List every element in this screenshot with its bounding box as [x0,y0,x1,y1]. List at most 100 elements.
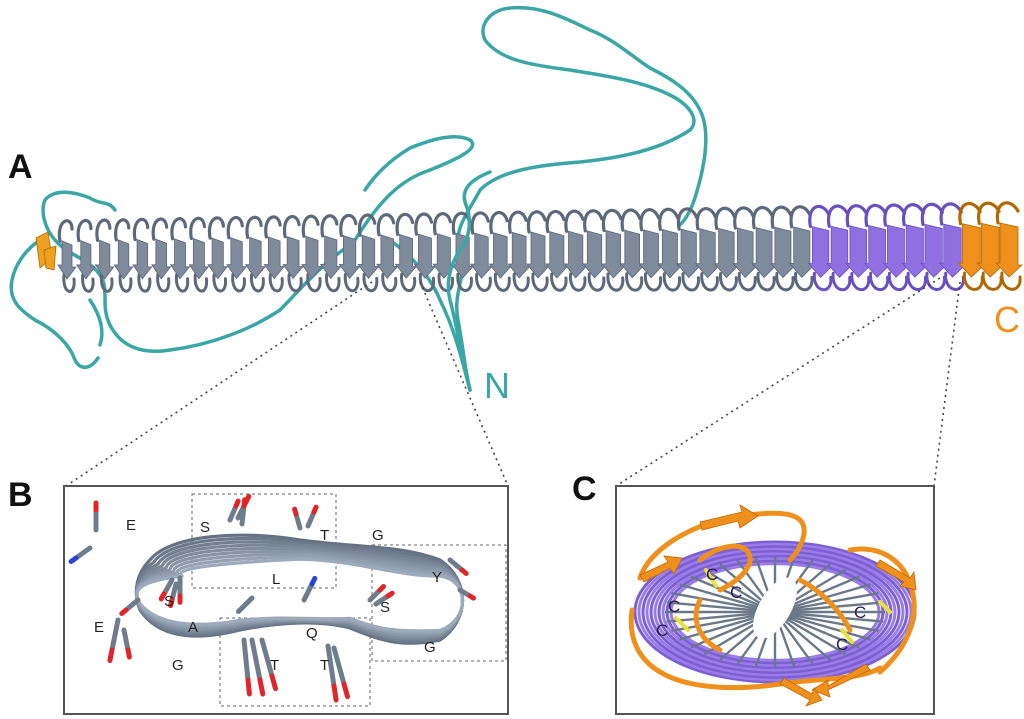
solenoid-rung-grey [207,216,229,293]
side-chain [241,637,252,697]
n-terminus-label: N [484,365,510,406]
panel-c-label: C [572,470,597,508]
side-chain [121,627,132,660]
res-e1: E [126,517,136,534]
res-g2: G [172,657,184,674]
res-t2: T [270,657,279,674]
solenoid-rung-grey [226,216,248,293]
res-t1: T [320,527,329,544]
solenoid-rung-grey [301,214,323,293]
side-chain [325,643,339,703]
side-chain [457,587,476,601]
solenoid-rung-purple [863,203,891,292]
solenoid-rung-grey [151,217,172,293]
purple-ring [645,547,905,677]
solenoid-rung-grey [244,215,267,293]
res-t3: T [320,657,329,674]
side-chain [447,557,469,576]
cys-6: C [836,635,848,654]
solenoid-rung-purple [826,204,853,292]
solenoid-rung-grey [657,207,683,292]
res-g3: G [424,639,436,656]
solenoid-rung-grey [619,208,645,292]
zoom-lines [65,277,961,487]
solenoid-rung-grey [751,205,778,292]
solenoid-rung-grey [526,210,550,292]
solenoid-rung-grey [770,205,796,292]
res-q: Q [306,625,318,642]
solenoid-rung-grey [113,218,134,293]
n-terminal-loop [9,5,708,392]
res-e2: E [94,619,104,636]
side-chain [305,504,319,529]
solenoid-rung-grey [432,212,456,292]
grey-strand [774,610,879,632]
solenoid-rung-purple [882,203,910,291]
solenoid-rung-purple [807,204,834,292]
solenoid-rung-grey [732,206,759,292]
cys-4: C [656,621,668,640]
left-orange-cap [35,231,57,271]
solenoid-rung-grey [94,218,115,293]
purple-ring [653,552,897,672]
solenoid-rung-grey [676,207,702,292]
side-chain [259,637,278,692]
purple-ring [637,542,913,682]
solenoid-rung-grey [394,212,418,293]
cys-2: C [730,583,742,602]
side-chain [249,637,266,697]
res-s3: S [164,593,174,610]
panel-b-content: E S T G L S Y A Q E G T T G S [68,493,507,707]
solenoid-rung-grey [488,210,513,292]
backbone-layer [135,557,464,633]
side-chain [292,506,303,531]
solenoid-rung-grey [638,208,664,292]
solenoid-rung-grey [76,218,96,293]
solenoid-rung-purple [901,203,929,291]
solenoid-rung-grey [319,214,342,293]
solenoid-rung-grey [57,219,77,293]
side-chain [68,545,93,564]
side-chain [227,498,241,523]
solenoid-rung-grey [169,217,191,293]
side-chain [367,584,386,603]
solenoid-rung-grey [263,215,285,293]
side-chain [119,597,141,616]
solenoid-rung-grey [282,214,304,293]
solenoid-rung-orange [995,201,1024,291]
side-chain [301,575,318,603]
panel-a-label: A [8,148,33,186]
side-chain [331,645,350,700]
purple-ring [641,545,909,679]
solenoid-rung-grey [357,213,380,293]
side-chain [236,595,255,614]
solenoid-rung-purple [845,204,872,292]
res-l: L [272,571,280,588]
n-terminal-strand-front [446,170,492,392]
grey-strand [774,610,884,623]
solenoid-rung-grey [788,205,815,292]
res-y: Y [432,569,442,586]
solenoid-rung-grey [132,217,153,293]
solenoid-rung-grey [563,209,588,292]
solenoid-rung-grey [544,209,569,292]
solenoid-rung-grey [582,209,607,292]
side-chain [168,581,179,609]
solenoid-rung-grey [713,206,740,292]
solenoid-rung-grey [601,208,626,292]
side-chain [239,497,248,527]
side-chain [158,577,175,602]
solenoid-rung-grey [338,213,361,293]
side-chain [107,617,121,663]
beta-solenoid [57,201,1024,293]
side-chain [373,590,395,607]
purple-ring [649,550,901,674]
solenoid-rung-grey [507,210,531,292]
solenoid-rung-grey [694,207,721,292]
panel-b-label: B [8,476,33,514]
res-g1: G [372,527,384,544]
grey-strand [774,601,884,614]
solenoid-rung-grey [469,211,494,292]
res-s1: S [200,519,210,536]
